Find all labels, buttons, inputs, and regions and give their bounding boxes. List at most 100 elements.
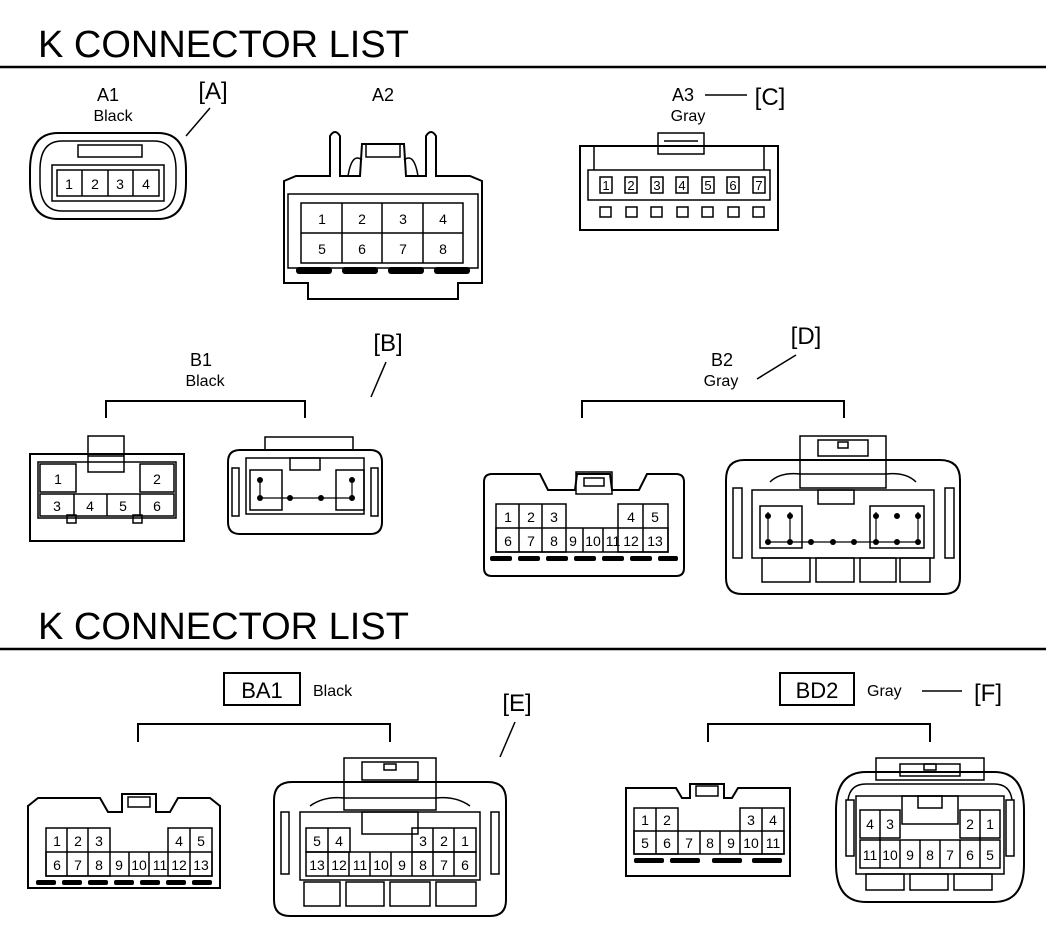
bd2-rear-pin: 1	[986, 816, 994, 832]
ba1-pin: 12	[171, 857, 187, 873]
connector-a2: A2 1 2 3 4 5 6 7 8	[283, 85, 483, 300]
ba1-pin: 11	[153, 857, 168, 873]
bd2-pin: 10	[743, 835, 759, 851]
bd2-rear-view	[835, 771, 1025, 903]
ba1-rear-pin: 3	[419, 833, 427, 849]
ba1-pin: 10	[131, 857, 147, 873]
a2-pin: 2	[358, 211, 366, 227]
ba1-pin: 5	[197, 833, 205, 849]
b2-name: B2	[711, 350, 733, 370]
bd2-front-view	[625, 783, 791, 877]
b1-callout: [B]	[373, 330, 402, 357]
a3-name: A3	[672, 85, 694, 105]
b2-rear-view	[725, 459, 961, 595]
ba1-rear-pin: 9	[398, 857, 406, 873]
a3-pin: 6	[729, 178, 736, 193]
bd2-rear-pin: 6	[966, 847, 974, 863]
b1-lock	[87, 435, 125, 473]
b2-color: Gray	[704, 373, 739, 390]
b1-front-view	[29, 453, 185, 542]
b1-pin: 1	[54, 471, 62, 487]
ba1-front-view	[27, 793, 221, 889]
ba1-pin: 6	[53, 857, 61, 873]
b1-pin: 4	[86, 498, 94, 514]
a2-pin: 6	[358, 241, 366, 257]
a3-pin-cells	[599, 176, 766, 194]
page-title-bottom: K CONNECTOR LIST	[38, 606, 409, 648]
ba1-rear-pin: 6	[461, 857, 469, 873]
ba1-rear-view	[273, 781, 507, 917]
b2-callout-leader	[756, 354, 797, 380]
b2-front-view	[483, 473, 685, 577]
ba1-rear-pin: 8	[419, 857, 427, 873]
a3-pin: 3	[653, 178, 660, 193]
b2-pin: 11	[606, 533, 621, 549]
b1-color: Black	[185, 373, 225, 390]
b1-pin: 2	[153, 471, 161, 487]
ba1-rear-pin: 7	[440, 857, 448, 873]
a2-pin: 8	[439, 241, 447, 257]
a3-callout: [C]	[755, 84, 786, 111]
bd2-pin: 7	[685, 835, 693, 851]
b1-pin: 5	[119, 498, 127, 514]
a3-pin: 4	[678, 178, 685, 193]
a3-pin: 5	[704, 178, 711, 193]
ba1-name: BA1	[241, 678, 283, 703]
b2-pin: 9	[569, 533, 577, 549]
bd2-rear-pin: 9	[906, 847, 914, 863]
bd2-name: BD2	[796, 678, 839, 703]
a3-terminal-slots	[599, 206, 765, 218]
b2-bracket	[581, 400, 845, 418]
ba1-rear-pin: 12	[331, 857, 347, 873]
ba1-pin: 2	[74, 833, 82, 849]
page-title-top: K CONNECTOR LIST	[38, 24, 409, 66]
bd2-rear-pin: 3	[886, 816, 894, 832]
ba1-pin: 1	[53, 833, 61, 849]
bd2-pin: 3	[747, 812, 755, 828]
bd2-rear-pin: 2	[966, 816, 974, 832]
b2-pin: 2	[527, 509, 535, 525]
b2-pin: 10	[585, 533, 601, 549]
bd2-pin: 1	[641, 812, 649, 828]
connector-b2: B2 Gray [D] 1 2 3 4 5 6 7 8	[483, 323, 961, 595]
a1-callout-leader	[185, 107, 211, 137]
a2-pin: 1	[318, 211, 326, 227]
bd2-pin: 6	[663, 835, 671, 851]
b2-pin: 4	[627, 509, 635, 525]
bd2-rear-pin: 4	[866, 816, 874, 832]
a1-pin: 4	[142, 176, 150, 192]
ba1-rear-pin: 11	[353, 857, 368, 873]
ba1-pin: 7	[74, 857, 82, 873]
bd2-rear-pin: 11	[863, 847, 878, 863]
a3-housing	[579, 145, 779, 231]
a3-lock	[657, 132, 705, 155]
a3-pin: 2	[627, 178, 634, 193]
b1-bracket	[105, 400, 306, 418]
a1-name: A1	[97, 85, 119, 105]
ba1-lock	[127, 796, 151, 808]
a2-housing	[283, 131, 483, 300]
ba1-rear-pin: 1	[461, 833, 469, 849]
bd2-color: Gray	[867, 683, 902, 700]
bd2-rear-pin: 10	[882, 847, 898, 863]
ba1-rear-pin: 4	[335, 833, 343, 849]
bd2-lock	[695, 785, 719, 797]
b1-pin: 3	[53, 498, 61, 514]
b1-name: B1	[190, 350, 212, 370]
b2-pin: 1	[504, 509, 512, 525]
ba1-rear-pin: 13	[309, 857, 325, 873]
ba1-pin: 8	[95, 857, 103, 873]
connector-b1: B1 Black [B] 1 2 3 4 5 6	[29, 330, 403, 542]
b2-pin: 8	[550, 533, 558, 549]
bd2-rear-pin: 5	[986, 847, 994, 863]
a1-callout: [A]	[198, 78, 227, 105]
a2-pin: 5	[318, 241, 326, 257]
a1-housing	[29, 132, 187, 220]
bd2-callout: [F]	[974, 680, 1002, 707]
b2-pin: 6	[504, 533, 512, 549]
ba1-pin: 9	[115, 857, 123, 873]
bd2-bracket	[707, 723, 931, 742]
ba1-rear-pin: 5	[313, 833, 321, 849]
ba1-pin: 3	[95, 833, 103, 849]
a2-name: A2	[372, 85, 394, 105]
